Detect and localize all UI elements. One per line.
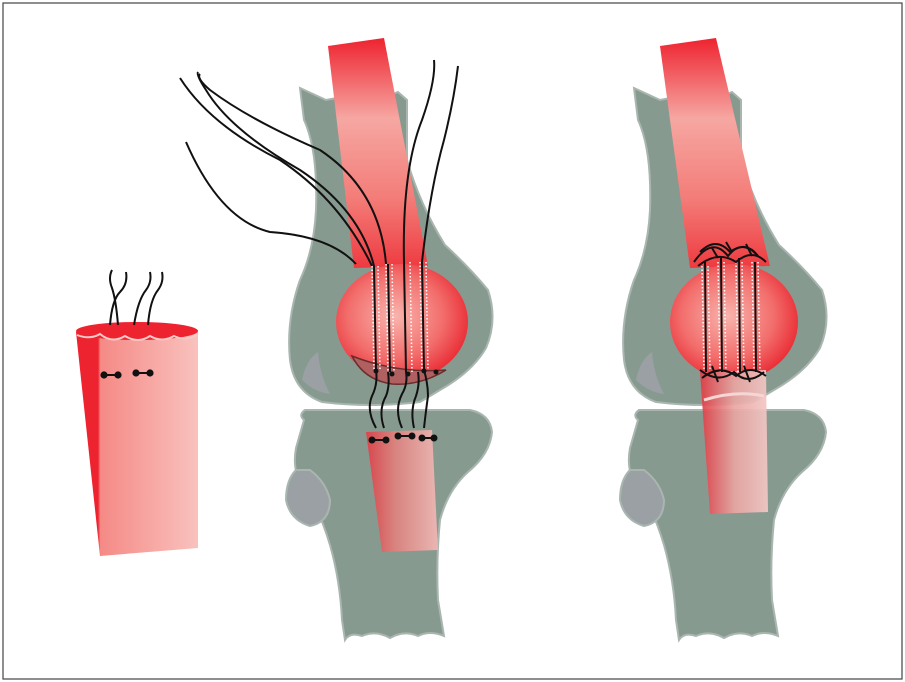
patella-right [670, 264, 798, 380]
patellar-tendon-graft [700, 370, 768, 514]
